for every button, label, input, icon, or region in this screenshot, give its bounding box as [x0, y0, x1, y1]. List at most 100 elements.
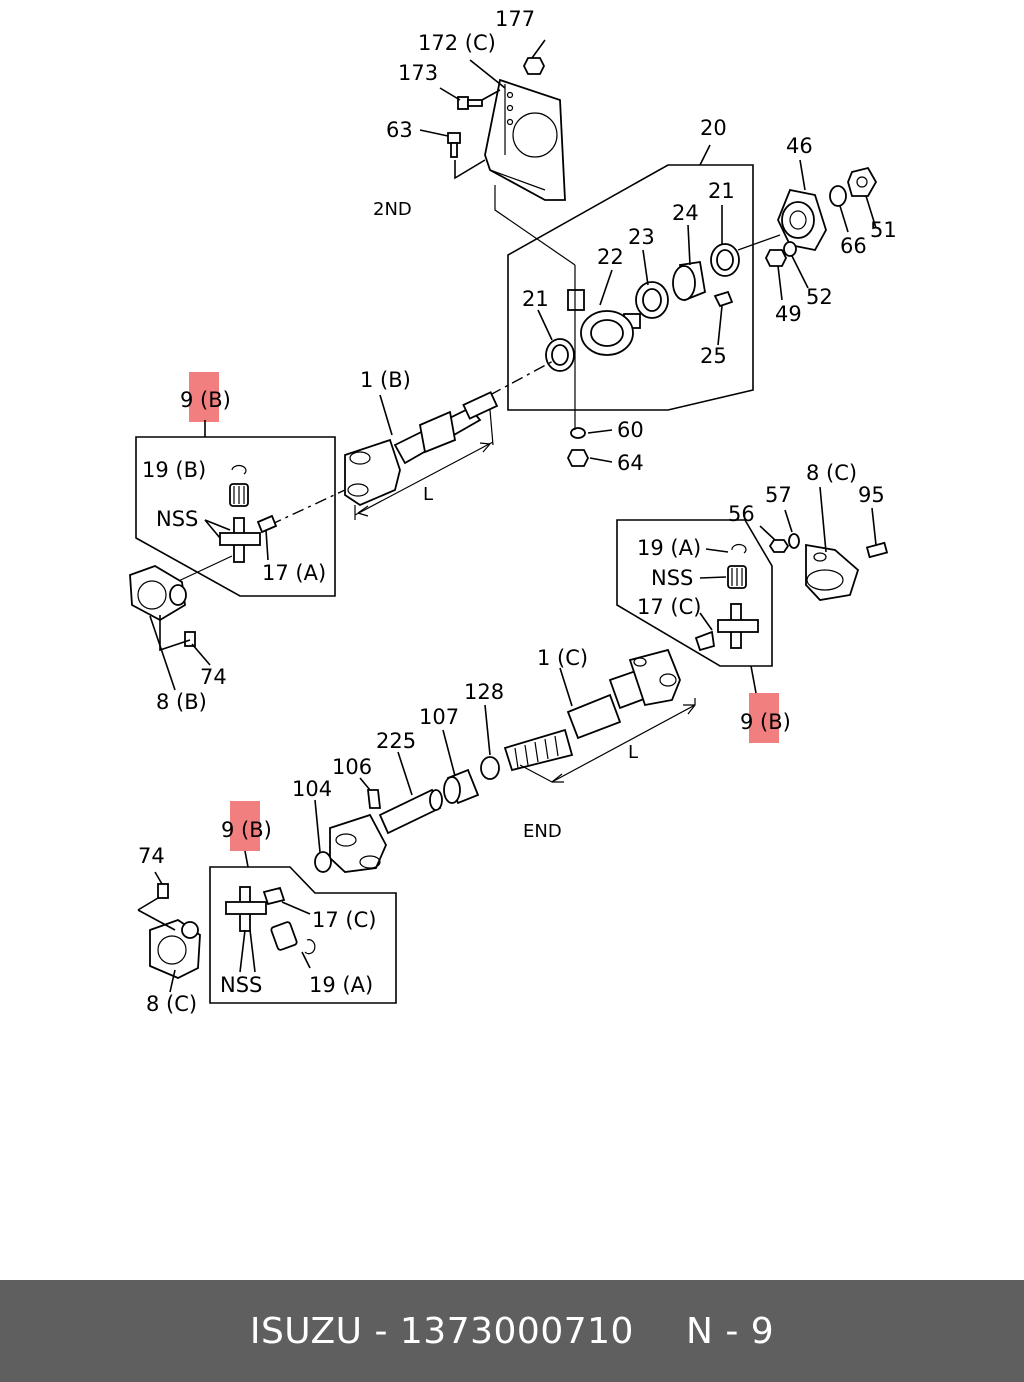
- label-l-top: L: [423, 484, 433, 505]
- label-23: 23: [628, 225, 655, 249]
- seal-21-right: [710, 243, 740, 277]
- label-172c: 172 (C): [418, 31, 496, 55]
- label-19a-bottom: 19 (A): [309, 973, 373, 997]
- label-56: 56: [728, 502, 755, 526]
- label-74-top: 74: [200, 665, 227, 689]
- label-22: 22: [597, 245, 624, 269]
- label-24: 24: [672, 201, 699, 225]
- flange-yoke-8b: [129, 565, 187, 622]
- snap-ring-19a-right: [731, 543, 747, 554]
- label-8b: 8 (B): [156, 690, 207, 714]
- label-17a: 17 (A): [262, 561, 326, 585]
- label-l-bottom: L: [628, 742, 638, 763]
- label-9b-bottom: 9 (B): [221, 818, 272, 842]
- propeller-shaft-1c: [503, 648, 681, 772]
- label-21-right: 21: [708, 179, 735, 203]
- label-nss-top: NSS: [156, 507, 198, 531]
- propeller-shaft-1b: [344, 391, 499, 507]
- needle-bearing-nss-right: [727, 565, 747, 589]
- nut-56: [768, 539, 790, 553]
- nut-64: [566, 449, 590, 467]
- flange-yoke-8c-right: [805, 543, 860, 601]
- label-49: 49: [775, 302, 802, 326]
- bolt-95: [865, 541, 889, 559]
- ujoint-box-top: [135, 436, 336, 597]
- label-8c-right: 8 (C): [806, 461, 857, 485]
- label-177: 177: [495, 7, 535, 31]
- label-74-bottom: 74: [138, 844, 165, 868]
- label-173: 173: [398, 61, 438, 85]
- label-57: 57: [765, 483, 792, 507]
- flange-46: [777, 188, 827, 252]
- label-nss-bottom: NSS: [220, 973, 262, 997]
- grease-fitting-17c-right: [694, 630, 716, 652]
- flange-yoke-8c-bottom: [149, 918, 201, 979]
- ujoint-box-right: [616, 519, 773, 667]
- label-64: 64: [617, 451, 644, 475]
- highlight-9b-bottom: [230, 801, 260, 851]
- label-52: 52: [806, 285, 833, 309]
- label-21-left: 21: [522, 287, 549, 311]
- label-66: 66: [840, 234, 867, 258]
- label-19a-right: 19 (A): [637, 536, 701, 560]
- label-1c: 1 (C): [537, 646, 588, 670]
- seal-23: [635, 281, 669, 319]
- nut-177: [522, 57, 546, 75]
- label-104: 104: [292, 777, 332, 801]
- label-1b: 1 (B): [360, 368, 411, 392]
- label-106: 106: [332, 755, 372, 779]
- label-51: 51: [870, 218, 897, 242]
- label-20: 20: [700, 116, 727, 140]
- nut-49: [764, 249, 788, 267]
- label-25: 25: [700, 344, 727, 368]
- bearing-22: [567, 289, 641, 356]
- snap-ring-19a-bottom: [304, 939, 316, 955]
- bolt-63: [447, 132, 461, 158]
- bushing-107: [443, 768, 480, 805]
- label-225: 225: [376, 729, 416, 753]
- label-17c-bottom: 17 (C): [312, 908, 376, 932]
- parts-diagram: 177 172 (C) 173 63 20 46 21 24 23 22 66 …: [129, 7, 897, 1016]
- label-9b-top: 9 (B): [180, 388, 231, 412]
- needle-bearing-nss-bottom: [270, 921, 298, 951]
- sleeve-24: [672, 260, 707, 302]
- footer-page-ref: N - 9: [685, 1310, 775, 1352]
- label-end: END: [523, 821, 562, 842]
- label-95: 95: [858, 483, 885, 507]
- seal-21-left: [545, 338, 575, 372]
- footer-part-number: ISUZU - 1373000710: [249, 1310, 634, 1352]
- grease-fitting-17c-bottom: [262, 886, 286, 906]
- grease-fitting-17a: [256, 514, 278, 534]
- center-bearing-group-outline: [507, 164, 754, 411]
- label-9b-right: 9 (B): [740, 710, 791, 734]
- label-nss-right: NSS: [651, 566, 693, 590]
- label-63: 63: [386, 118, 413, 142]
- nut-51: [847, 166, 878, 197]
- washer-57: [788, 533, 800, 549]
- washer-60: [570, 427, 586, 439]
- plug-104: [314, 851, 332, 873]
- washer-66: [829, 185, 847, 207]
- label-60: 60: [617, 418, 644, 442]
- bolt-173: [457, 96, 483, 110]
- label-8c-bottom: 8 (C): [146, 992, 197, 1016]
- cross-spider-top: [219, 517, 261, 563]
- part-number-footer: ISUZU - 1373000710 N - 9: [0, 1280, 1024, 1382]
- label-19b: 19 (B): [142, 458, 206, 482]
- center-bearing-bracket: [484, 78, 566, 201]
- label-17c-right: 17 (C): [637, 595, 701, 619]
- ring-128: [480, 756, 500, 780]
- label-46: 46: [786, 134, 813, 158]
- needle-bearing-nss-top: [229, 483, 249, 507]
- bolt-74-top: [184, 631, 196, 647]
- ujoint-box-bottom: [209, 866, 397, 1004]
- label-2nd: 2ND: [373, 199, 412, 220]
- label-128: 128: [464, 680, 504, 704]
- bolt-74-bottom: [157, 883, 169, 899]
- snap-ring-19b: [231, 464, 247, 475]
- grease-fitting-25: [713, 290, 734, 308]
- cross-spider-right: [717, 603, 759, 649]
- washer-52: [783, 241, 797, 257]
- grease-fitting-106: [366, 789, 382, 809]
- highlight-9b-top: [189, 372, 219, 422]
